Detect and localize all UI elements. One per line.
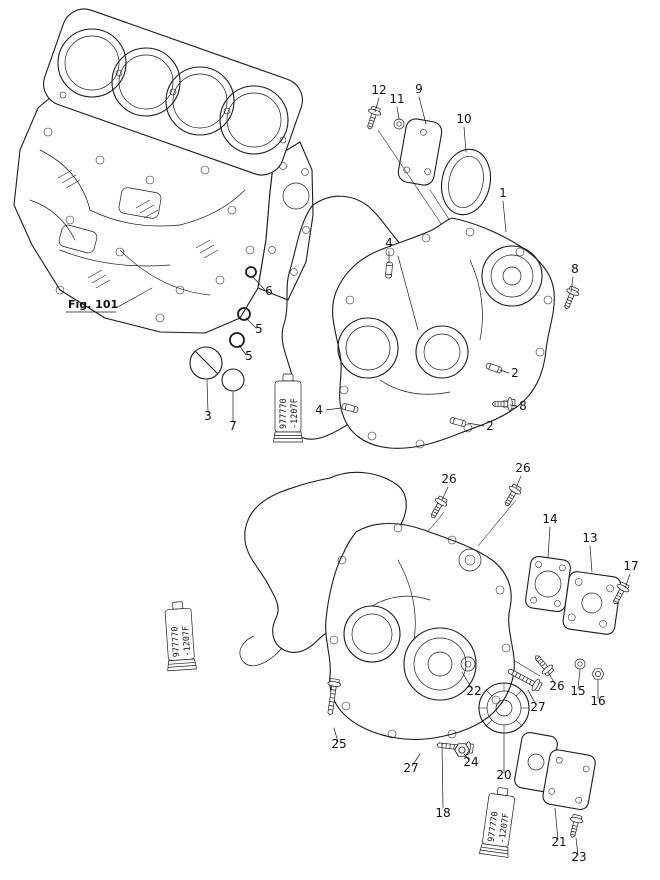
callout-8: 8 bbox=[571, 262, 579, 276]
leader-lines bbox=[206, 96, 631, 856]
block-bolt-bosses bbox=[43, 127, 255, 323]
callout-16: 16 bbox=[590, 694, 605, 708]
figure-label: Fig. 101 bbox=[68, 298, 118, 311]
callout-23: 23 bbox=[571, 850, 586, 864]
callout-22: 22 bbox=[466, 684, 481, 698]
callout-11: 11 bbox=[389, 92, 404, 106]
sealant-tube-2: 977770 -1207F bbox=[162, 600, 198, 672]
gear-housing bbox=[332, 217, 555, 449]
sealant-tube-label: -1207F bbox=[497, 812, 511, 844]
callout-5: 5 bbox=[255, 322, 263, 336]
sealant-tube-label: 977770 bbox=[487, 811, 501, 843]
sealant-tube-label: -1207F bbox=[290, 398, 300, 429]
callout-26: 26 bbox=[515, 461, 530, 475]
callout-27: 27 bbox=[403, 761, 418, 775]
callout-20: 20 bbox=[496, 768, 511, 782]
callout-numbers: 12 11 9 10 1 8 4 6 5 5 3 7 2 8 4 2 26 26… bbox=[204, 82, 638, 864]
o-ring-6 bbox=[245, 266, 257, 278]
callout-5: 5 bbox=[245, 349, 253, 363]
bolt-26c bbox=[530, 651, 556, 678]
callout-17: 17 bbox=[623, 559, 638, 573]
washer-15 bbox=[574, 658, 586, 670]
figure-reference: Fig. 101 bbox=[65, 287, 153, 313]
rear-plate-gasket-14 bbox=[525, 555, 571, 613]
cylinder-bores bbox=[57, 28, 289, 155]
callout-14: 14 bbox=[542, 512, 557, 526]
callout-4: 4 bbox=[315, 403, 323, 417]
washer-ring-7 bbox=[221, 368, 245, 392]
callout-21: 21 bbox=[551, 835, 566, 849]
bolt-26a bbox=[426, 494, 450, 522]
engine-cylinder-block bbox=[13, 8, 314, 334]
screw-plug-3 bbox=[189, 346, 223, 380]
callout-4: 4 bbox=[385, 236, 393, 250]
timing-gear-case-cover bbox=[325, 523, 515, 741]
rear-cover-plate-13 bbox=[562, 571, 622, 635]
block-hatching bbox=[57, 169, 219, 289]
bolt-23 bbox=[565, 813, 585, 840]
callout-9: 9 bbox=[415, 82, 423, 96]
washer-11 bbox=[393, 118, 405, 130]
callout-18: 18 bbox=[435, 806, 450, 820]
o-ring-5b bbox=[229, 332, 245, 348]
callout-7: 7 bbox=[229, 419, 237, 433]
sealant-tube-label: -1207F bbox=[181, 625, 193, 656]
oval-gasket-10 bbox=[440, 148, 492, 216]
callout-27: 27 bbox=[530, 700, 545, 714]
callout-2: 2 bbox=[486, 419, 494, 433]
crankshaft-oil-seal bbox=[478, 682, 530, 734]
callout-15: 15 bbox=[570, 684, 585, 698]
sealant-tube-label: 977770 bbox=[279, 398, 289, 429]
sealant-tube-label: 977770 bbox=[170, 626, 182, 657]
callout-1: 1 bbox=[499, 186, 507, 200]
side-cover-gasket-9 bbox=[397, 118, 443, 186]
callout-3: 3 bbox=[204, 409, 212, 423]
block-web-lines bbox=[29, 149, 246, 296]
o-ring-5a bbox=[237, 307, 251, 321]
callout-10: 10 bbox=[456, 112, 471, 126]
bottom-cover-plate-21 bbox=[542, 749, 596, 811]
callout-13: 13 bbox=[582, 531, 597, 545]
callout-25: 25 bbox=[331, 737, 346, 751]
bolt-12 bbox=[362, 104, 383, 132]
dowel-pin-4a bbox=[384, 261, 394, 279]
callout-6: 6 bbox=[265, 284, 273, 298]
callout-26: 26 bbox=[441, 472, 456, 486]
assembly-lines-top bbox=[377, 129, 457, 235]
nut-16 bbox=[591, 668, 605, 680]
callout-26: 26 bbox=[549, 679, 564, 693]
callout-2: 2 bbox=[511, 366, 519, 380]
callout-12: 12 bbox=[371, 83, 386, 97]
bolt-8a bbox=[559, 284, 581, 312]
callout-8: 8 bbox=[519, 399, 527, 413]
sealant-tube-1: 977770 -1207F bbox=[273, 373, 303, 443]
callout-24: 24 bbox=[463, 755, 478, 769]
sealant-tube-3: 977770 -1207F bbox=[478, 785, 518, 858]
